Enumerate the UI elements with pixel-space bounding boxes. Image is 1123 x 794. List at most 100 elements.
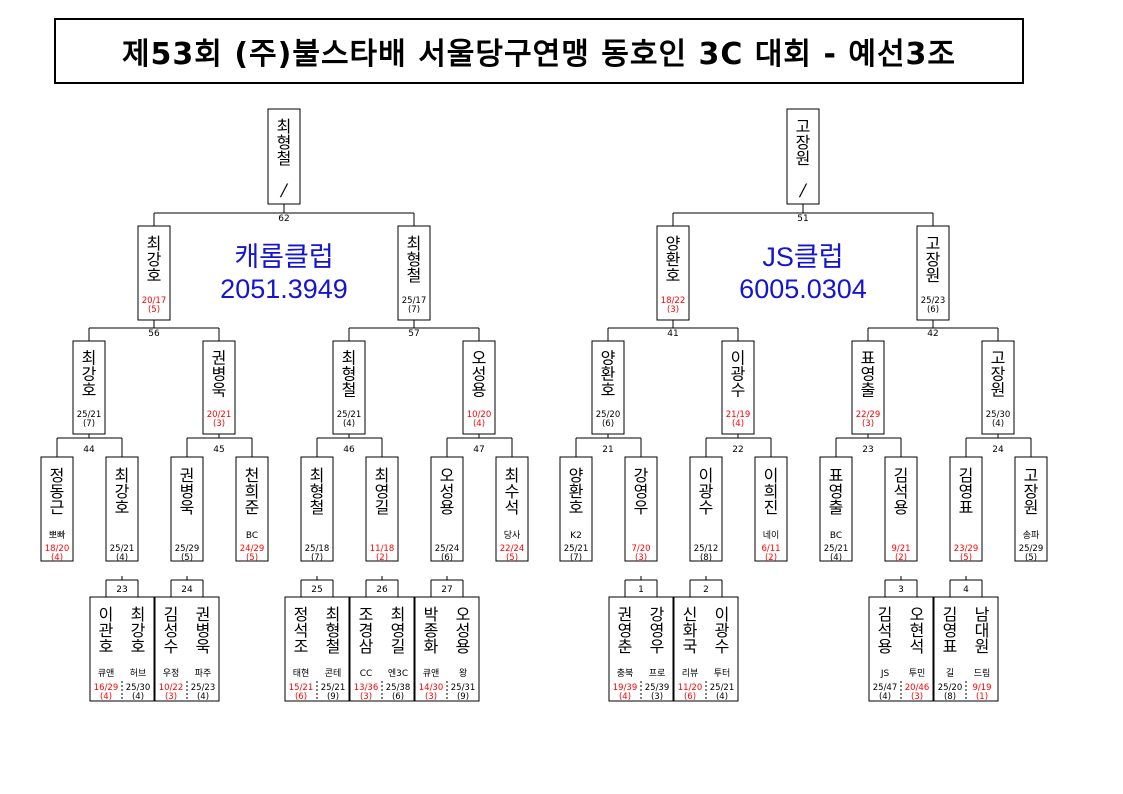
player-box-frame bbox=[884, 456, 918, 562]
player-innings: (9) bbox=[327, 692, 339, 702]
player-score: 25/38 bbox=[386, 683, 411, 693]
player-name-char: 김 bbox=[894, 466, 909, 485]
player-pair-frame bbox=[868, 596, 934, 702]
player-name-char: 천 bbox=[245, 466, 260, 485]
player-name-char: 조 bbox=[294, 637, 309, 656]
player-name-char: 고 bbox=[796, 117, 811, 136]
player-score: 11/20 bbox=[678, 683, 703, 693]
player-innings: (3) bbox=[635, 553, 647, 563]
player-box-frame bbox=[656, 225, 690, 321]
player-name-char: 오 bbox=[440, 466, 455, 485]
player-name-char: 출 bbox=[829, 498, 844, 517]
player-score: 25/17 bbox=[402, 296, 427, 306]
player-name-char: 형 bbox=[407, 250, 422, 269]
player-name-char: 화 bbox=[683, 621, 698, 640]
team-name-left: 캐롬클럽 bbox=[234, 242, 333, 272]
player-name-char: 원 bbox=[1024, 498, 1039, 517]
match-number: 4 bbox=[963, 585, 969, 595]
player-score: 14/30 bbox=[419, 683, 444, 693]
player-name-char: 박 bbox=[424, 605, 439, 624]
player-club: 콘테 bbox=[325, 668, 342, 679]
match-number: 47 bbox=[473, 445, 484, 455]
match-number: 3 bbox=[898, 585, 904, 595]
player-score: 25/30 bbox=[126, 683, 151, 693]
player-innings: (6) bbox=[684, 692, 696, 702]
player-box: 고장원/ bbox=[786, 108, 820, 205]
player-name-char: 용 bbox=[894, 498, 909, 517]
champion-mark: / bbox=[798, 181, 808, 201]
player-name-char: 최 bbox=[115, 466, 130, 485]
player-name-char: 최 bbox=[131, 605, 146, 624]
match-number: 25 bbox=[311, 585, 322, 595]
player-name-char: 철 bbox=[326, 637, 341, 656]
player-name-char: 김 bbox=[959, 466, 974, 485]
player-innings: (6) bbox=[602, 419, 614, 429]
player-box-frame bbox=[137, 225, 171, 321]
player-name-char: 동 bbox=[50, 482, 65, 501]
player-box-frame bbox=[851, 340, 885, 435]
player-innings: (4) bbox=[100, 692, 112, 702]
player-innings: (7) bbox=[570, 553, 582, 563]
player-box-frame bbox=[689, 456, 723, 562]
player-name-char: 조 bbox=[359, 605, 374, 624]
player-club: 프로 bbox=[649, 669, 666, 679]
player-innings: (4) bbox=[343, 419, 355, 429]
player-name-char: 최 bbox=[391, 605, 406, 624]
player-score: 25/21 bbox=[824, 544, 849, 554]
player-name-char: 최 bbox=[342, 348, 357, 367]
player-name-char: 욱 bbox=[212, 380, 227, 399]
player-innings: (5) bbox=[181, 553, 193, 563]
player-club: BC bbox=[246, 531, 258, 541]
player-club: 엔3C bbox=[388, 668, 408, 679]
player-name-char: 형 bbox=[326, 621, 341, 640]
player-innings: (5) bbox=[246, 553, 258, 563]
player-name-char: 정 bbox=[50, 466, 65, 485]
player-box-frame bbox=[754, 456, 788, 562]
player-box-frame bbox=[819, 456, 853, 562]
player-innings: (3) bbox=[667, 305, 679, 315]
player-score: 15/21 bbox=[289, 683, 314, 693]
player-box-frame bbox=[300, 456, 334, 562]
player-name-char: 광 bbox=[715, 621, 730, 640]
player-club: 당사 bbox=[504, 530, 521, 541]
player-score: 25/20 bbox=[938, 683, 963, 693]
player-name-char: 호 bbox=[82, 380, 97, 399]
player-score: 25/21 bbox=[710, 683, 735, 693]
player-pair-frame bbox=[349, 596, 415, 702]
player-name-char: 호 bbox=[115, 498, 130, 517]
player-score: 22/24 bbox=[500, 544, 525, 554]
player-name-char: 이 bbox=[715, 605, 730, 624]
player-name-char: 김 bbox=[164, 605, 179, 624]
match-number: 2 bbox=[703, 585, 709, 595]
player-name-char: 오 bbox=[456, 605, 471, 624]
player-box-frame bbox=[72, 340, 106, 435]
player-score: 25/21 bbox=[77, 410, 102, 420]
player-name-char: 권 bbox=[618, 605, 633, 624]
player-name-char: 성 bbox=[440, 482, 455, 501]
player-name-char: 화 bbox=[424, 637, 439, 656]
player-name-char: 관 bbox=[99, 621, 114, 640]
player-club: 길 bbox=[946, 668, 954, 679]
player-name-char: 김 bbox=[943, 605, 958, 624]
player-pair-frame bbox=[414, 596, 480, 702]
player-name-char: 이 bbox=[699, 466, 714, 485]
match-number: 44 bbox=[83, 445, 95, 455]
player-innings: (4) bbox=[116, 553, 128, 563]
player-name-char: 고 bbox=[1024, 466, 1039, 485]
player-pair-frame bbox=[673, 596, 739, 702]
